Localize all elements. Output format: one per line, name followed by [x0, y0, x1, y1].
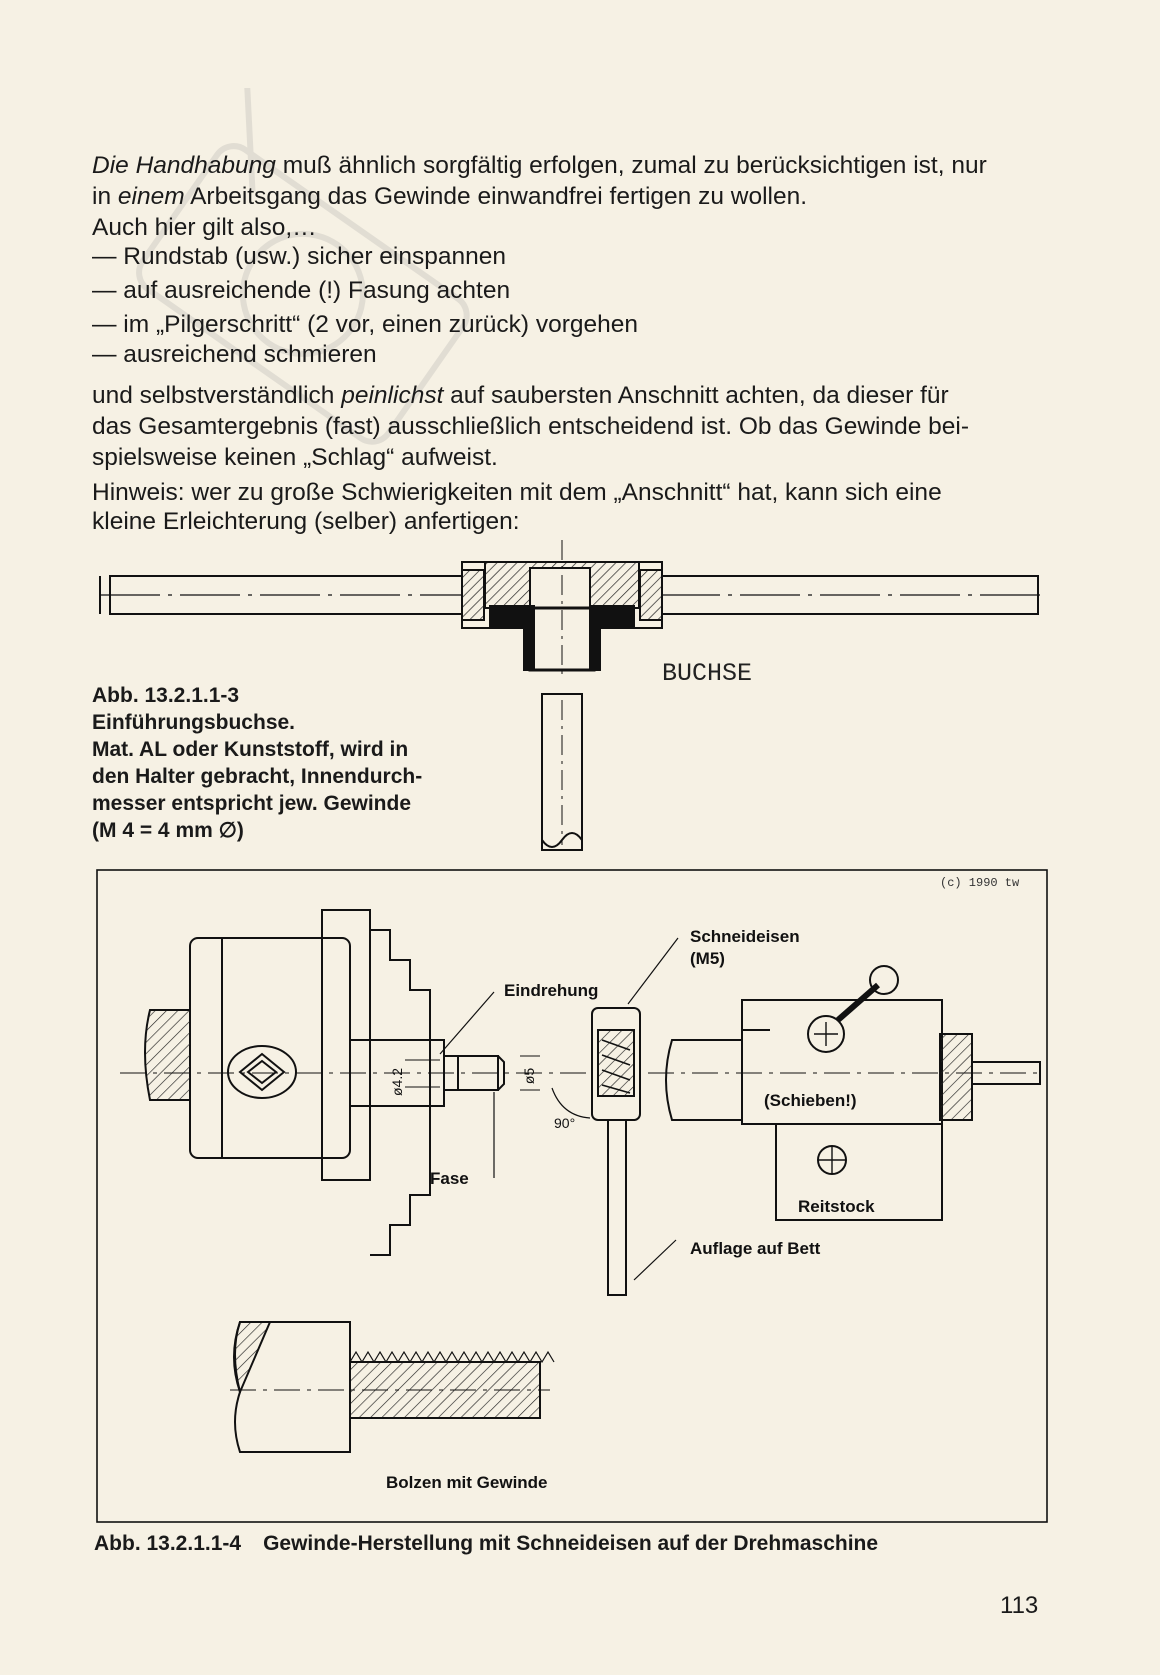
label-schieben: (Schieben!)	[764, 1091, 857, 1110]
caption-line: Mat. AL oder Kunststoff, wird in	[92, 738, 409, 761]
figure1-caption: Abb. 13.2.1.1-3 Einführungsbuchse. Mat. …	[92, 682, 492, 844]
label-schneideisen: Schneideisen	[690, 927, 800, 946]
text-run: auf saubersten Anschnitt achten, da dies…	[443, 382, 949, 409]
text-run: in	[92, 183, 118, 210]
label-m5: (M5)	[690, 949, 725, 968]
label-reitstock: Reitstock	[798, 1197, 875, 1216]
text-run: und selbstverständlich	[92, 382, 342, 409]
page-number: 113	[1000, 1592, 1039, 1619]
caption-number: Abb. 13.2.1.1-4	[94, 1532, 242, 1555]
label-fase: Fase	[430, 1169, 469, 1188]
text-em: Die Handhabung	[92, 152, 276, 179]
text-run: muß ähnlich sorgfältig erfolgen, zumal z…	[275, 152, 987, 179]
text-line: das Gesamtergebnis (fast) ausschließlich…	[92, 413, 969, 440]
intro-paragraph: Die Handhabung muß ähnlich sorgfältig er…	[92, 150, 1052, 243]
figure2-caption: Abb. 13.2.1.1-4 Gewinde-Herstellung mit S…	[94, 1532, 878, 1556]
bullet-list: — Rundstab (usw.) sicher einspannen — au…	[92, 240, 1052, 368]
caption-line: den Halter gebracht, Innendurch-	[92, 765, 423, 788]
caption-text: Gewinde-Herstellung mit Schneideisen auf…	[263, 1532, 879, 1555]
caption-line: Abb. 13.2.1.1-3	[92, 684, 240, 707]
text-line: Auch hier gilt also,…	[92, 214, 317, 241]
label-d5: ø5	[521, 1068, 537, 1085]
hint-paragraph: Hinweis: wer zu große Schwierigkeiten mi…	[92, 478, 1052, 536]
bushing-label: BUCHSE	[662, 659, 752, 688]
label-bolzen: Bolzen mit Gewinde	[386, 1473, 548, 1492]
label-eindrehung: Eindrehung	[504, 981, 598, 1000]
text-run: Arbeitsgang das Gewinde einwandfrei fert…	[184, 183, 808, 210]
label-auflage: Auflage auf Bett	[690, 1239, 821, 1258]
main-paragraph: und selbstverständlich peinlichst auf sa…	[92, 380, 1052, 473]
list-item: — auf ausreichende (!) Fasung achten	[92, 277, 511, 304]
text-line: spielsweise keinen „Schlag“ aufweist.	[92, 444, 498, 471]
figure-bushing-drawing: BUCHSE	[99, 540, 1048, 851]
list-item: — Rundstab (usw.) sicher einspannen	[92, 243, 506, 270]
list-item: — ausreichend schmieren	[92, 341, 377, 368]
caption-line: Einführungsbuchse.	[92, 711, 296, 734]
caption-line: messer entspricht jew. Gewinde	[92, 792, 411, 815]
label-angle: 90°	[554, 1115, 575, 1131]
text-em: peinlichst	[341, 382, 444, 409]
text-line: kleine Erleichterung (selber) anfertigen…	[92, 508, 520, 535]
text-line: Hinweis: wer zu große Schwierigkeiten mi…	[92, 479, 942, 506]
label-d42: ø4.2	[389, 1068, 405, 1096]
copyright-note: (c) 1990 tw	[940, 876, 1020, 890]
text-em: einem	[117, 183, 185, 210]
list-item: — im „Pilgerschritt“ (2 vor, einen zurüc…	[92, 311, 638, 338]
caption-line: (M 4 = 4 mm ∅)	[92, 819, 244, 842]
